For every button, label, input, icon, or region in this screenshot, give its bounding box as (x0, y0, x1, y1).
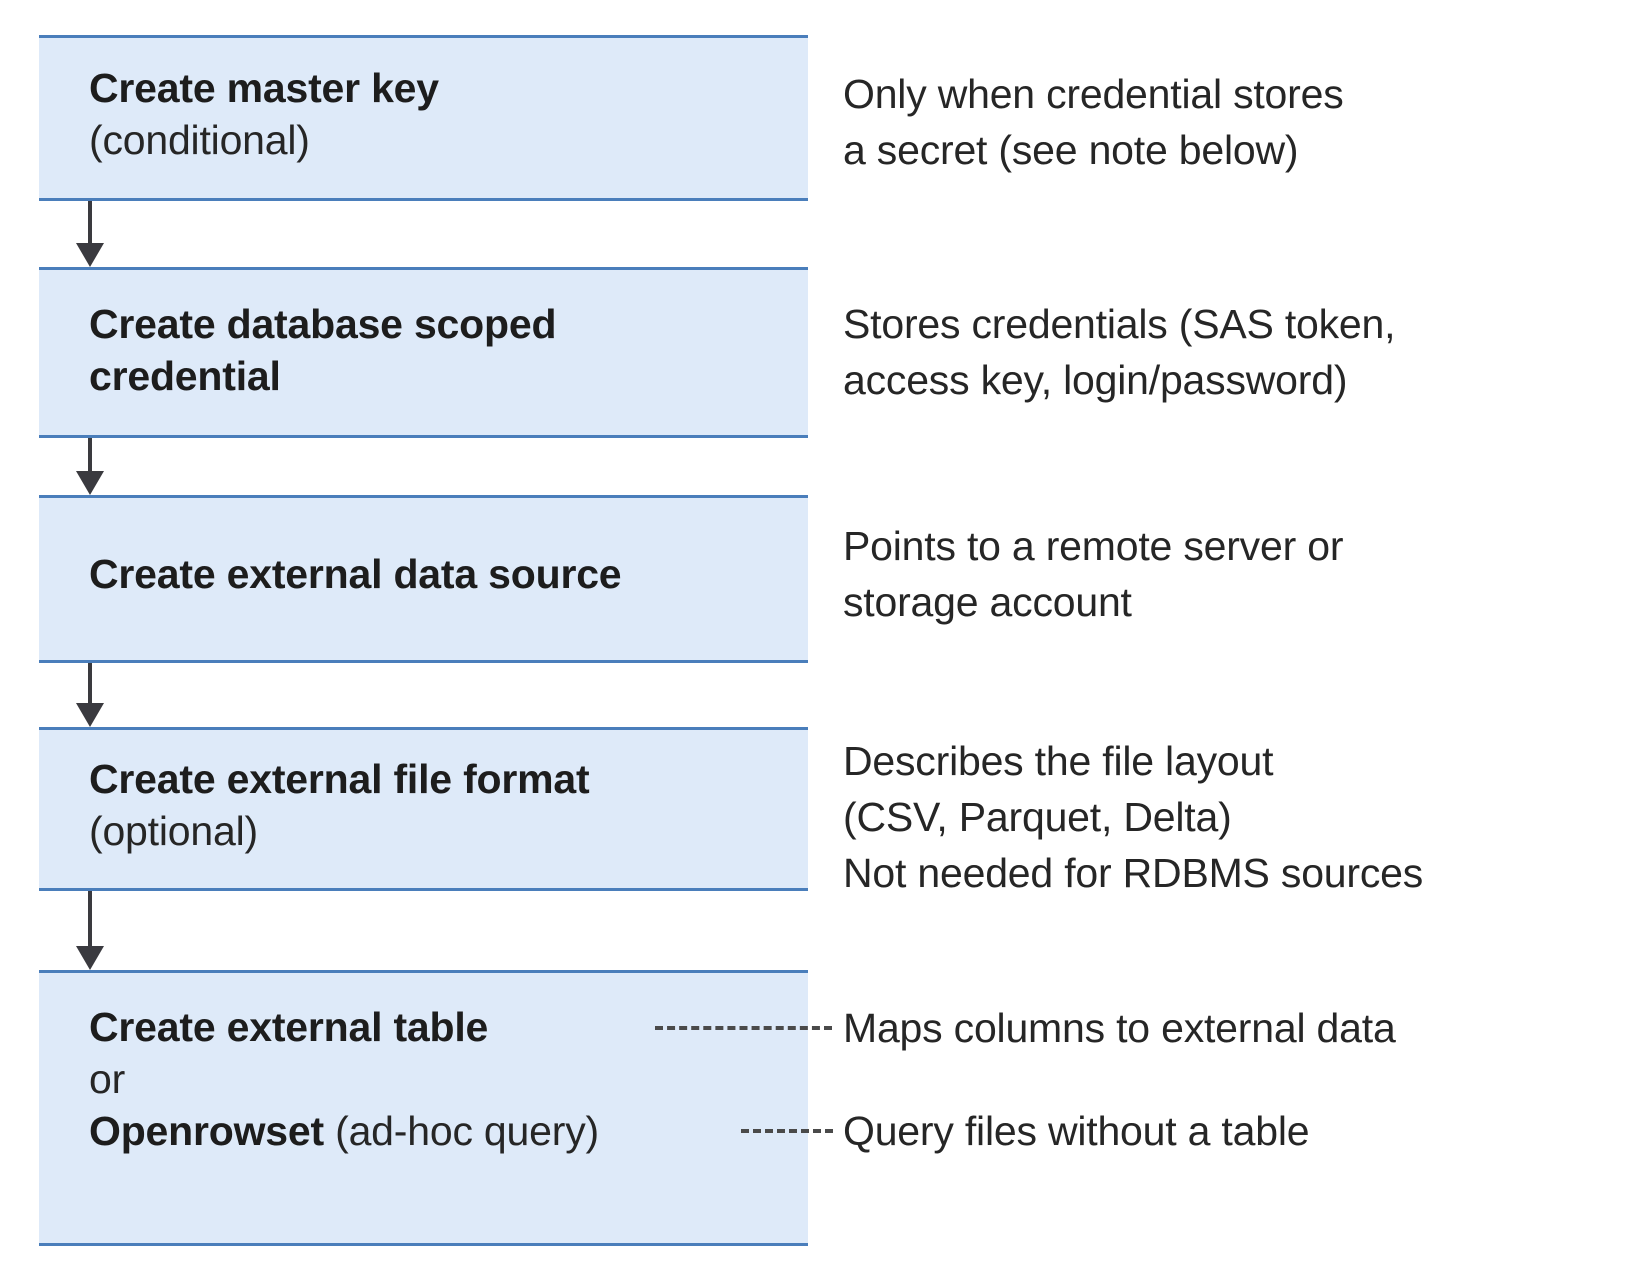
arrow-shaft (88, 663, 92, 703)
step-box-data-source-content: Create external data source (89, 548, 808, 600)
step-box-external-table: Create external table or Openrowset (ad-… (39, 970, 808, 1246)
step-subtitle-master-key: (conditional) (89, 117, 310, 163)
note-file-format: Describes the file layout (CSV, Parquet,… (843, 733, 1423, 901)
step-box-scoped-credential-content: Create database scoped credential (89, 298, 808, 402)
note-data-source-line-2: storage account (843, 579, 1132, 625)
note-master-key: Only when credential stores a secret (se… (843, 66, 1344, 178)
step-title-external-table: Create external table (89, 1004, 489, 1050)
arrow-data-source-to-file-format (76, 663, 104, 727)
note-file-format-line-3: Not needed for RDBMS sources (843, 850, 1424, 896)
step-separator-or: or (89, 1056, 126, 1102)
step-box-master-key-content: Create master key (conditional) (89, 62, 808, 166)
note-data-source-line-1: Points to a remote server or (843, 523, 1344, 569)
arrow-shaft (88, 438, 92, 471)
step-title-data-source: Create external data source (89, 551, 622, 597)
step-box-file-format: Create external file format (optional) (39, 727, 808, 891)
step-box-file-format-content: Create external file format (optional) (89, 753, 808, 857)
note-master-key-line-2: a secret (see note below) (843, 127, 1299, 173)
step-title-scoped-credential-line-1: Create database scoped (89, 301, 557, 347)
arrow-shaft (88, 891, 92, 946)
note-file-format-line-2: (CSV, Parquet, Delta) (843, 794, 1232, 840)
arrow-shaft (88, 201, 92, 243)
step-title-master-key: Create master key (89, 65, 439, 111)
step-title-file-format: Create external file format (89, 756, 590, 802)
arrow-head-icon (76, 471, 104, 495)
note-external-table: Maps columns to external data (843, 1000, 1396, 1056)
step-box-data-source: Create external data source (39, 495, 808, 663)
note-file-format-line-1: Describes the file layout (843, 738, 1274, 784)
step-title-openrowset: Openrowset (89, 1108, 324, 1154)
note-scoped-credential-line-1: Stores credentials (SAS token, (843, 301, 1396, 347)
note-data-source: Points to a remote server or storage acc… (843, 518, 1343, 630)
step-subtitle-openrowset: (ad-hoc query) (323, 1108, 599, 1154)
step-box-master-key: Create master key (conditional) (39, 35, 808, 201)
note-scoped-credential: Stores credentials (SAS token, access ke… (843, 296, 1396, 408)
dashed-connector-openrowset (741, 1129, 833, 1133)
note-master-key-line-1: Only when credential stores (843, 71, 1344, 117)
step-subtitle-file-format: (optional) (89, 808, 258, 854)
arrow-master-key-to-scoped-credential (76, 201, 104, 267)
arrow-head-icon (76, 243, 104, 267)
step-title-scoped-credential-line-2: credential (89, 353, 281, 399)
step-title-openrowset-row: Openrowset (ad-hoc query) (89, 1105, 808, 1157)
note-scoped-credential-line-2: access key, login/password) (843, 357, 1348, 403)
note-openrowset-text: Query files without a table (843, 1108, 1310, 1154)
arrow-file-format-to-external-table (76, 891, 104, 970)
note-openrowset: Query files without a table (843, 1103, 1310, 1159)
dashed-connector-external-table (655, 1026, 832, 1030)
step-box-scoped-credential: Create database scoped credential (39, 267, 808, 438)
step-box-external-table-content: Create external table or Openrowset (ad-… (89, 1001, 808, 1157)
arrow-head-icon (76, 946, 104, 970)
note-external-table-text: Maps columns to external data (843, 1005, 1396, 1051)
arrow-scoped-credential-to-data-source (76, 438, 104, 495)
arrow-head-icon (76, 703, 104, 727)
